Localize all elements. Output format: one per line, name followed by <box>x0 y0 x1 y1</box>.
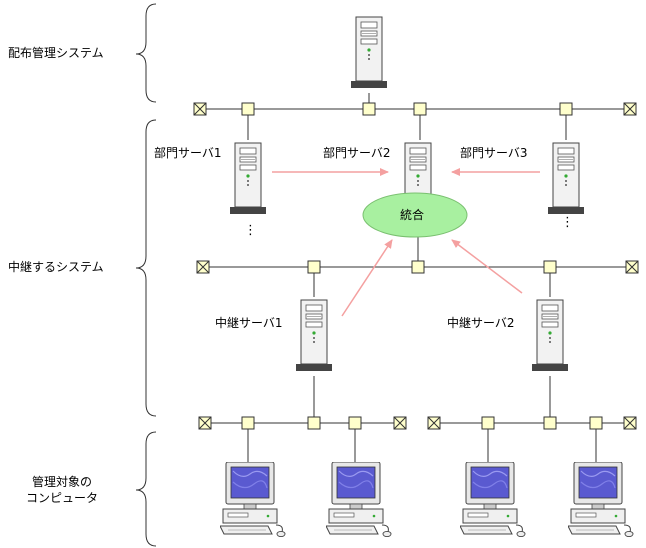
dept-server-1-icon <box>230 142 266 215</box>
managed-pc-icon <box>326 462 392 538</box>
brace-distribution <box>135 3 157 103</box>
tier-braces <box>135 3 157 547</box>
node <box>241 102 255 116</box>
dept-server-1-label: 部門サーバ1 <box>154 146 222 160</box>
distribution-server-icon <box>351 16 387 89</box>
arrow-relay2-to-integration <box>451 239 523 294</box>
managed-pc-icon <box>220 462 286 538</box>
tier-label-managed: 管理対象の コンピュータ <box>22 474 102 506</box>
brace-managed <box>135 431 157 547</box>
node <box>362 102 376 116</box>
terminators <box>193 102 639 430</box>
arrow-relay1-to-integration <box>341 239 393 317</box>
node <box>559 102 573 116</box>
terminator-icon <box>196 260 210 274</box>
node <box>307 260 321 274</box>
tier-label-distribution: 配布管理システム <box>8 46 104 60</box>
node <box>307 416 321 430</box>
tier-label-relay: 中継するシステム <box>8 260 104 274</box>
tier-label-managed-line2: コンピュータ <box>25 491 98 505</box>
terminator-icon <box>623 102 637 116</box>
tier-label-managed-line1: 管理対象の <box>31 475 92 489</box>
network-nodes <box>241 102 603 430</box>
integration-arrows <box>272 168 540 317</box>
dept-server-2-label: 部門サーバ2 <box>323 146 391 160</box>
node <box>543 416 557 430</box>
node <box>481 416 495 430</box>
terminator-icon <box>623 416 637 430</box>
integration-label: 統合 <box>400 208 425 222</box>
node <box>411 260 425 274</box>
relay-server-1-label: 中継サーバ1 <box>215 316 283 330</box>
dept-server-1-more: ⋮ <box>244 223 257 238</box>
node <box>413 102 427 116</box>
node <box>348 416 362 430</box>
relay-server-2-icon <box>532 299 568 372</box>
relay-server-1-icon <box>296 299 332 372</box>
terminator-icon <box>625 260 639 274</box>
managed-pc-icon <box>460 462 526 538</box>
dept-server-3-label: 部門サーバ3 <box>460 146 528 160</box>
terminator-icon <box>193 102 207 116</box>
terminator-icon <box>393 416 407 430</box>
node <box>589 416 603 430</box>
integration-ellipse <box>362 192 468 238</box>
managed-pc-icon <box>568 462 634 538</box>
terminator-icon <box>198 416 212 430</box>
node <box>241 416 255 430</box>
dept-server-3-icon <box>548 142 584 215</box>
brace-relay <box>135 119 157 417</box>
relay-server-2-label: 中継サーバ2 <box>447 316 515 330</box>
dept-server-3-more: ⋮ <box>561 215 574 230</box>
node <box>543 260 557 274</box>
terminator-icon <box>427 416 441 430</box>
